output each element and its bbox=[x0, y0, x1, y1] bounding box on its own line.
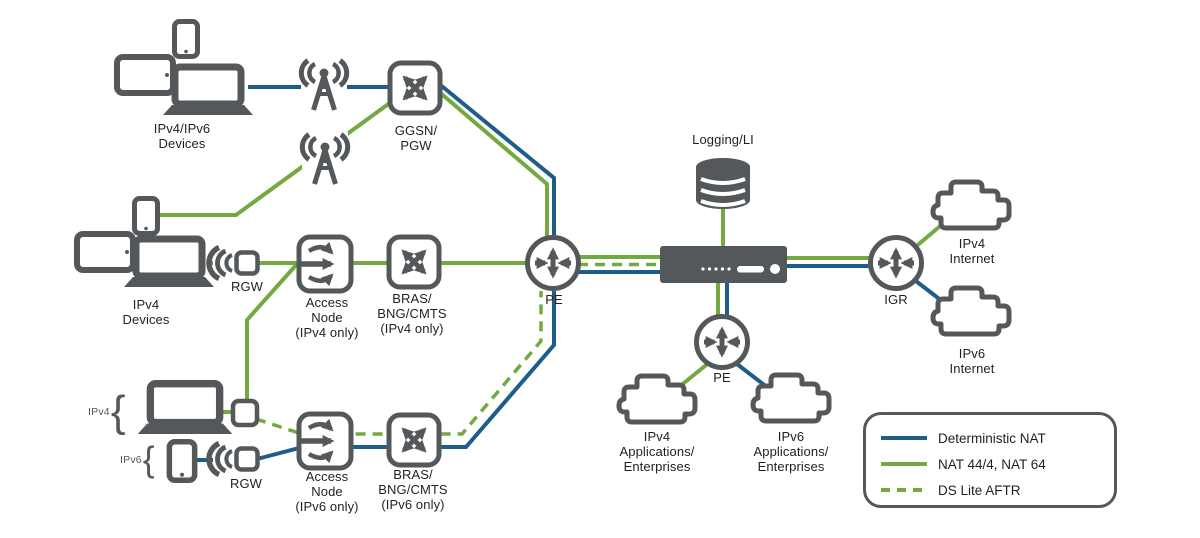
cell-antenna-icon bbox=[301, 58, 347, 113]
legend-line-blue-solid bbox=[881, 436, 927, 440]
link-rgw2-to-pe1-blue bbox=[256, 291, 556, 461]
legend-box: Deterministic NAT NAT 44/4, NAT 64 DS Li… bbox=[863, 412, 1117, 508]
label-access-node-ipv6: Access Node (IPv6 only) bbox=[295, 469, 359, 515]
label-bras-ipv6: BRAS/ BNG/CMTS (IPv6 only) bbox=[378, 467, 448, 513]
link-ggsn-to-pe1-green bbox=[436, 89, 549, 243]
label-ipv6-internet: IPv6 Internet bbox=[949, 346, 995, 377]
rgw-gateway-icon bbox=[209, 244, 259, 282]
legend-label: NAT 44/4, NAT 64 bbox=[938, 456, 1046, 472]
access-node-icon bbox=[299, 237, 351, 291]
laptop-icon bbox=[163, 67, 253, 115]
label-bras-ipv4: BRAS/ BNG/CMTS (IPv4 only) bbox=[377, 291, 447, 337]
links-green-dashed bbox=[255, 262, 666, 436]
cell-antenna-icon bbox=[302, 132, 348, 187]
access-node-icon bbox=[299, 414, 351, 468]
laptop-icon bbox=[138, 384, 233, 434]
label-igr: IGR bbox=[884, 292, 908, 307]
applications-cloud-icon bbox=[753, 375, 829, 421]
label-ggsn-pgw: GGSN/ PGW bbox=[394, 123, 438, 154]
pe-router-icon bbox=[528, 238, 579, 289]
home-gateway-box-icon bbox=[233, 401, 257, 425]
bras-switch-icon bbox=[389, 237, 439, 287]
bras-switch-icon bbox=[389, 415, 439, 465]
legend-line-green-dashed bbox=[881, 488, 927, 492]
label-ipv4-brace-text: IPv4 bbox=[88, 406, 110, 418]
brace-glyph: { bbox=[110, 387, 126, 437]
logging-database-icon bbox=[694, 156, 752, 211]
label-ipv6-brace-text: IPv6 bbox=[120, 454, 142, 466]
label-ipv4-brace: IPv4 { bbox=[88, 389, 126, 435]
label-ipv4-applications: IPv4 Applications/ Enterprises bbox=[619, 429, 695, 475]
label-ipv4-internet: IPv4 Internet bbox=[949, 236, 995, 267]
pe-router-icon bbox=[697, 317, 748, 368]
legend-line-green-solid bbox=[881, 462, 927, 466]
internet-cloud-icon bbox=[933, 182, 1009, 228]
tablet-icon bbox=[77, 234, 133, 270]
label-devices-mid: IPv4 Devices bbox=[122, 297, 170, 328]
legend-item-ds-lite-aftr: DS Lite AFTR bbox=[881, 481, 1021, 499]
label-logging-li: Logging/LI bbox=[692, 132, 754, 147]
cgn-appliance-icon bbox=[660, 246, 787, 283]
link-ggsn-to-pe1-blue bbox=[436, 81, 556, 243]
laptop-icon bbox=[124, 239, 214, 287]
label-rgw1: RGW bbox=[230, 279, 264, 294]
tablet-icon bbox=[117, 57, 173, 93]
smartphone-icon bbox=[169, 442, 194, 481]
igr-router-icon bbox=[871, 238, 922, 289]
label-ipv6-applications: IPv6 Applications/ Enterprises bbox=[753, 429, 829, 475]
label-ipv6-brace: IPv6 { bbox=[120, 441, 155, 479]
label-pe2: PE bbox=[713, 370, 731, 385]
smartphone-icon bbox=[175, 22, 198, 57]
label-access-node-ipv4: Access Node (IPv4 only) bbox=[295, 295, 359, 341]
smartphone-icon bbox=[135, 199, 158, 234]
ggsn-pgw-switch-icon bbox=[390, 63, 440, 113]
legend-label: DS Lite AFTR bbox=[938, 482, 1021, 498]
link-branch-to-gateway-green bbox=[245, 262, 299, 403]
internet-cloud-icon bbox=[933, 288, 1009, 334]
legend-label: Deterministic NAT bbox=[938, 430, 1046, 446]
label-devices-top: IPv4/IPv6 Devices bbox=[153, 121, 211, 152]
brace-glyph: { bbox=[142, 440, 155, 480]
legend-item-nat44-nat64: NAT 44/4, NAT 64 bbox=[881, 455, 1046, 473]
link-gateway-to-pe1-dslite bbox=[255, 291, 543, 436]
legend-item-deterministic-nat: Deterministic NAT bbox=[881, 429, 1046, 447]
label-pe1: PE bbox=[545, 292, 563, 307]
rgw-gateway-icon bbox=[209, 440, 259, 478]
label-rgw2: RGW bbox=[229, 476, 263, 491]
